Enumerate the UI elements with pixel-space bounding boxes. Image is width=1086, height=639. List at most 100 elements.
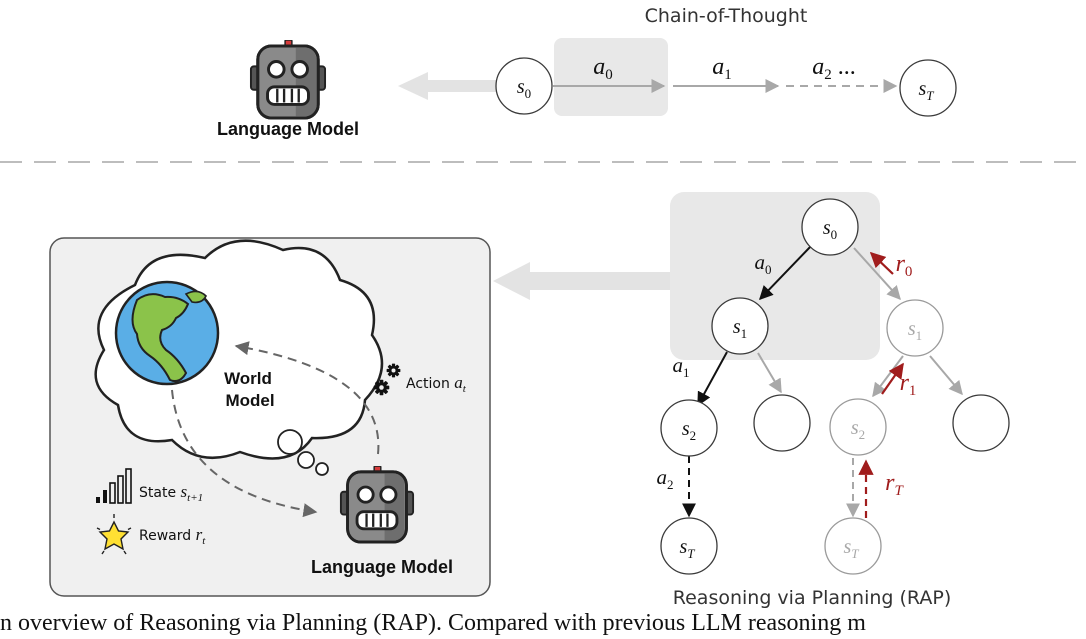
rap-node-left-sT [660, 517, 718, 575]
thought-bubble-small [315, 462, 329, 476]
signal-bars-icon [96, 468, 132, 504]
svg-text:r0: r0 [896, 251, 913, 280]
earth-icon [114, 280, 220, 386]
svg-text:s0: s0 [823, 217, 837, 242]
state-flow-arrow [171, 389, 318, 518]
action-label: Action [406, 376, 454, 392]
cot-sT-subscript: T [926, 88, 934, 103]
rap-edge-right-s1 [853, 247, 901, 301]
rap-reward-arrow-r1 [881, 362, 904, 395]
rap-node-root [801, 198, 859, 256]
rap-left-sT-symbol: s [679, 536, 687, 558]
rap-right-sT-subscript: T [851, 546, 859, 561]
rap-a2-symbol: a [657, 465, 668, 489]
svg-text:a0: a0 [593, 54, 613, 83]
state-symbol: s [181, 482, 188, 501]
cot-state-s0 [495, 57, 553, 115]
gear-icon [373, 379, 390, 396]
rap-edge-a1 [697, 351, 728, 407]
svg-text:s2: s2 [682, 418, 696, 443]
cot-a2-ellipsis: ... [832, 54, 856, 80]
reward-subscript: t [202, 535, 206, 547]
robot-icon [249, 40, 327, 120]
cot-title: Chain-of-Thought [645, 5, 808, 27]
thought-bubble-large [277, 429, 303, 455]
rap-rT-subscript: T [895, 483, 905, 499]
svg-text:s0: s0 [517, 76, 531, 101]
cot-a0-subscript: 0 [605, 67, 613, 83]
star-icon [96, 514, 132, 555]
rap-edge-a0 [759, 244, 813, 301]
thought-bubble-medium [297, 451, 315, 469]
rap-a2-subscript: 2 [667, 477, 674, 492]
svg-text:sT: sT [918, 78, 934, 103]
rap-root-subscript: 0 [831, 227, 838, 242]
action-subscript: t [463, 383, 467, 395]
svg-text:Action at: Action at [406, 373, 467, 395]
rap-edge-right-s2 [872, 355, 904, 398]
rap-root-symbol: s [823, 217, 831, 239]
rap-reward-arrow-r0 [869, 251, 894, 275]
rap-right-s1-symbol: s [908, 318, 916, 340]
rap-right-s2-symbol: s [851, 417, 859, 439]
cot-a2-subscript: 2 [824, 67, 832, 83]
svg-text:Reward rt: Reward rt [139, 525, 206, 547]
svg-text:a2: a2 [657, 465, 674, 492]
figure-canvas: Chain-of-Thought Language Model s0 a0 a1… [0, 5, 1086, 609]
reward-label: Reward [139, 528, 196, 544]
rap-node-left-s2 [660, 399, 718, 457]
rap-r1-symbol: r [900, 370, 910, 396]
rap-r0-symbol: r [896, 251, 906, 277]
rap-left-s1-symbol: s [733, 316, 741, 338]
world-model-title-line2: Model [225, 391, 274, 410]
svg-text:rT: rT [885, 470, 904, 499]
action-flow-arrow [234, 341, 380, 455]
svg-text:s1: s1 [908, 318, 922, 343]
cot-a0-symbol: a [593, 54, 605, 80]
svg-text:a2 ...: a2 ... [812, 54, 856, 83]
rap-node-left-s1 [711, 297, 769, 355]
rap-node-right-s2 [829, 398, 887, 456]
svg-text:r1: r1 [900, 370, 917, 399]
rap-edge-left-leaf [757, 352, 782, 394]
rap-edge-right-leaf [929, 355, 963, 396]
rap-a0-subscript: 0 [765, 262, 772, 277]
rap-rT-symbol: r [885, 470, 895, 496]
cot-a1-symbol: a [712, 54, 724, 80]
rap-node-right-leaf [952, 394, 1010, 452]
state-subscript: t+1 [187, 492, 203, 504]
svg-text:sT: sT [843, 536, 859, 561]
rap-a1-subscript: 1 [683, 365, 690, 380]
svg-text:a0: a0 [755, 250, 772, 277]
rap-node-left-leaf [753, 394, 811, 452]
cot-s0-symbol: s [517, 76, 525, 98]
cot-output-arrow [398, 72, 496, 100]
svg-text:s2: s2 [851, 417, 865, 442]
figure-caption: n overview of Reasoning via Planning (RA… [0, 610, 866, 636]
cot-action-highlight [554, 38, 668, 116]
cot-language-model-label: Language Model [217, 119, 359, 139]
rap-a0-symbol: a [755, 250, 766, 274]
rap-a1-symbol: a [673, 353, 684, 377]
rap-node-right-sT [824, 517, 882, 575]
rap-right-s2-subscript: 2 [859, 427, 866, 442]
rap-output-arrow [493, 262, 672, 300]
rap-right-sT-symbol: s [843, 536, 851, 558]
rap-left-s1-subscript: 1 [741, 326, 748, 341]
rap-right-s1-subscript: 1 [916, 328, 923, 343]
cot-a2-symbol: a [812, 54, 824, 80]
rap-r1-subscript: 1 [909, 383, 917, 399]
rap-left-sT-subscript: T [687, 546, 695, 561]
svg-text:a1: a1 [712, 54, 732, 83]
rap-r0-subscript: 0 [905, 264, 913, 280]
cot-s0-subscript: 0 [525, 86, 532, 101]
action-symbol: a [454, 373, 463, 392]
svg-text:s1: s1 [733, 316, 747, 341]
world-language-model-label: Language Model [311, 557, 453, 577]
rap-left-s2-symbol: s [682, 418, 690, 440]
rap-title: Reasoning via Planning (RAP) [673, 587, 951, 609]
cot-sT-symbol: s [918, 78, 926, 100]
gear-icon [386, 363, 401, 378]
robot-icon [339, 466, 415, 544]
